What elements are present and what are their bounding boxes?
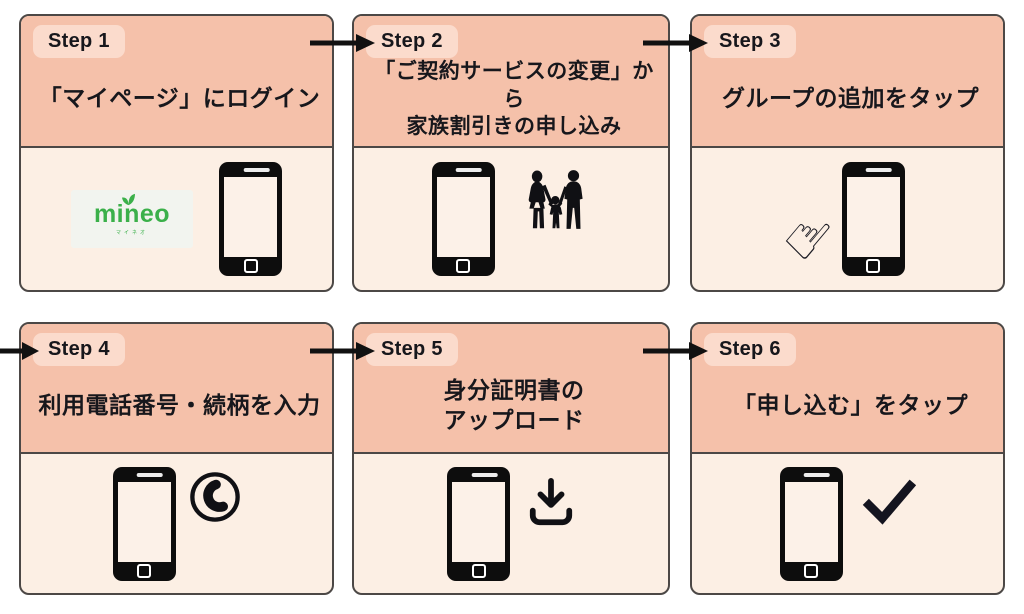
step-title: 「ご契約サービスの変更」から 家族割引きの申し込み [374,59,654,139]
phone-screen [846,177,900,257]
step-card-1: Step 1 「マイページ」にログイン mineo マイネオ [19,14,334,292]
step-title: 利用電話番号・続柄を入力 [38,392,321,419]
phone-screen [224,177,277,257]
phone-speaker [136,472,163,477]
phone-home-button [243,259,258,273]
phone-screen [117,481,171,562]
phone-speaker [243,168,270,172]
phone-home-button [866,259,881,273]
phone-speaker [471,472,498,477]
step-header: Step 5 身分証明書の アップロード [354,324,668,454]
phone-home-button [456,259,470,273]
step-card-2: Step 2 「ご契約サービスの変更」から 家族割引きの申し込み [352,14,670,292]
leaf-icon [121,193,135,206]
family-icon [521,162,591,244]
phone-home-button [137,563,151,578]
step-badge: Step 5 [366,333,458,366]
smartphone-icon [779,466,843,581]
phone-speaker [455,168,482,172]
phone-speaker [865,168,892,172]
download-icon [527,476,575,530]
phone-screen [784,481,838,562]
step-card-4: Step 4 利用電話番号・続柄を入力 [19,322,334,595]
mineo-text: mineo [93,200,171,228]
step-header: Step 2 「ご契約サービスの変更」から 家族割引きの申し込み [354,16,668,148]
smartphone-icon [219,162,282,276]
flow-arrow-step5-step6 [643,342,708,360]
step-header: Step 3 グループの追加をタップ [692,16,1003,148]
step-title: 身分証明書の アップロード [443,377,585,434]
step-title: 「申し込む」をタップ [733,392,968,419]
phone-screen [452,481,505,562]
step-badge: Step 3 [704,25,796,58]
mineo-logo: mineo マイネオ [71,190,193,248]
step-badge: Step 1 [33,25,125,58]
mineo-subtext: マイネオ [115,230,148,236]
mineo-wordmark: mineo [93,193,171,228]
smartphone-icon [447,466,510,581]
phone-home-button [804,563,818,578]
smartphone-icon [431,162,495,276]
step-badge: Step 4 [33,333,125,366]
step-title: グループの追加をタップ [721,85,980,112]
pointing-hand-icon: ☝ [772,198,844,274]
flow-arrow-step1-step2 [310,34,375,52]
step-illustration: ☝ [692,148,1003,290]
flow-arrow-step2-step3 [643,34,708,52]
step-card-3: Step 3 グループの追加をタップ ☝ [690,14,1005,292]
flow-arrow-into-step4 [0,342,39,360]
step-illustration [692,454,1003,593]
step-card-6: Step 6 「申し込む」をタップ [690,322,1005,595]
flow-arrow-step4-step5 [310,342,375,360]
step-card-5: Step 5 身分証明書の アップロード [352,322,670,595]
step-badge: Step 2 [366,25,458,58]
phone-screen [436,177,490,257]
phone-receiver-icon [189,471,241,523]
phone-speaker [803,472,830,477]
step-illustration [21,454,332,593]
checkmark-icon [862,479,916,525]
step-header: Step 1 「マイページ」にログイン [21,16,332,148]
step-illustration: mineo マイネオ [21,148,332,290]
step-header: Step 6 「申し込む」をタップ [692,324,1003,454]
step-title: 「マイページ」にログイン [38,85,321,112]
step-illustration [354,148,668,290]
smartphone-icon [112,466,176,581]
phone-home-button [471,563,486,578]
smartphone-icon [841,162,905,276]
step-illustration [354,454,668,593]
step-badge: Step 6 [704,333,796,366]
step-header: Step 4 利用電話番号・続柄を入力 [21,324,332,454]
